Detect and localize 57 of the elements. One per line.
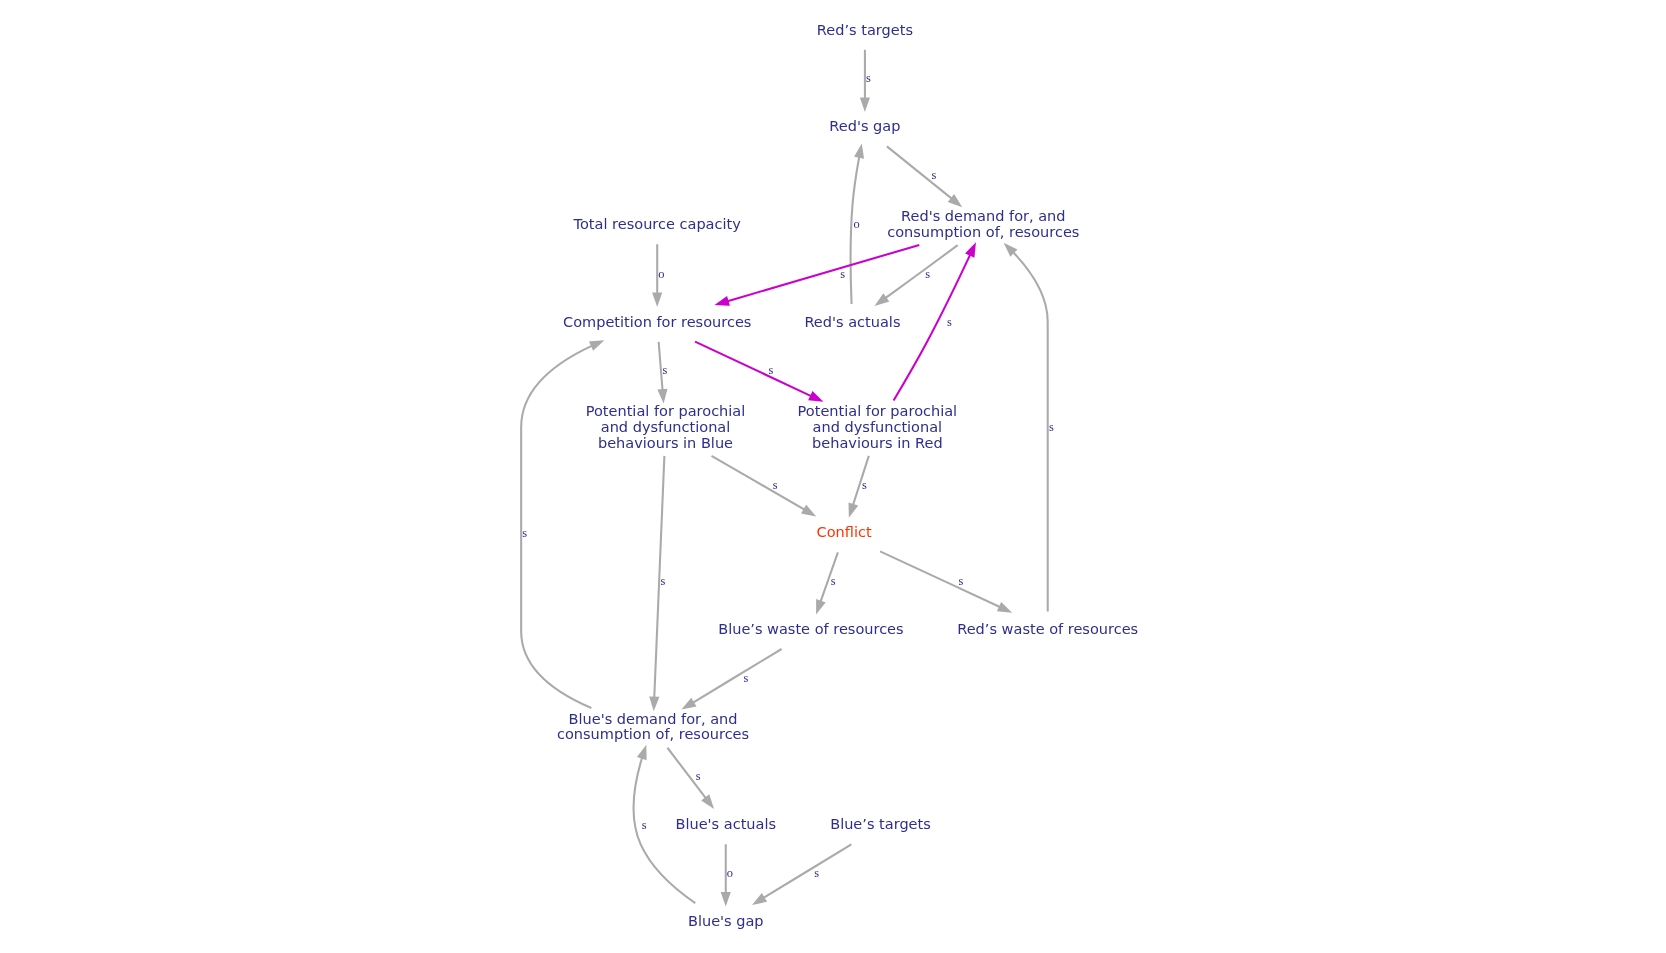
arrow [694,340,823,402]
edge-label: s [958,574,963,589]
arrow [656,341,668,404]
edge-label: s [839,266,845,281]
edge-label: s [813,865,819,880]
node-text: Blue's gap [687,912,764,929]
node-text: Red’s waste of resources [956,621,1138,638]
edge-label: o [726,865,733,880]
arrow [632,744,696,904]
node-text: Competition for resources [562,313,751,330]
edge-label: s [659,574,665,589]
arrow [892,242,976,401]
edge-label: s [861,477,867,492]
arrow [710,454,816,517]
edge-label: o [852,217,860,232]
edge-label: s [662,363,667,378]
edge-label: s [1048,420,1054,435]
node-text: Red's actuals [803,313,900,330]
edge-label: s [743,670,748,685]
arrow [879,550,1012,613]
edge-label: s [830,574,836,589]
edge-label: o [657,266,664,281]
node-text: Conflict [816,524,872,541]
node-text: Blue’s waste of resources [717,621,904,638]
node-text: Total resource capacity [573,216,741,233]
arrow [720,844,731,907]
node-text: Blue's demand for, and consumption of, resources [556,710,749,743]
node-text: Potential for parochial and dysfunctional behaviours in Blue [585,403,745,451]
arrow [885,145,962,208]
arrow [666,747,714,810]
edge-label: s [695,769,701,784]
arrow [849,143,864,305]
arrow [848,455,870,518]
node-text: Blue’s targets [829,816,931,833]
node-text: Blue's actuals [674,816,776,833]
node-text: Red's demand for, and consumption of, resources [886,208,1079,240]
edge-label: s [931,168,936,183]
arrow [1003,242,1049,612]
edge-label: s [768,363,773,378]
arrow [714,243,920,306]
arrow [648,455,665,712]
edge-label: s [865,71,871,86]
edge-label: s [772,477,778,492]
arrow [859,49,870,112]
node-text: Red’s targets [816,21,913,38]
arrow [651,244,662,307]
arrow [874,244,958,306]
edge-label: s [924,266,930,281]
edge-label: s [641,817,647,832]
arrow [519,340,604,709]
edge-label: s [946,315,952,330]
node-text: Red's gap [828,118,900,135]
arrow [751,843,852,905]
node-text: Potential for parochial and dysfunctional behaviours in Red [797,403,957,451]
arrow [680,648,782,710]
edge-label: s [521,525,527,540]
arrow [815,552,839,615]
